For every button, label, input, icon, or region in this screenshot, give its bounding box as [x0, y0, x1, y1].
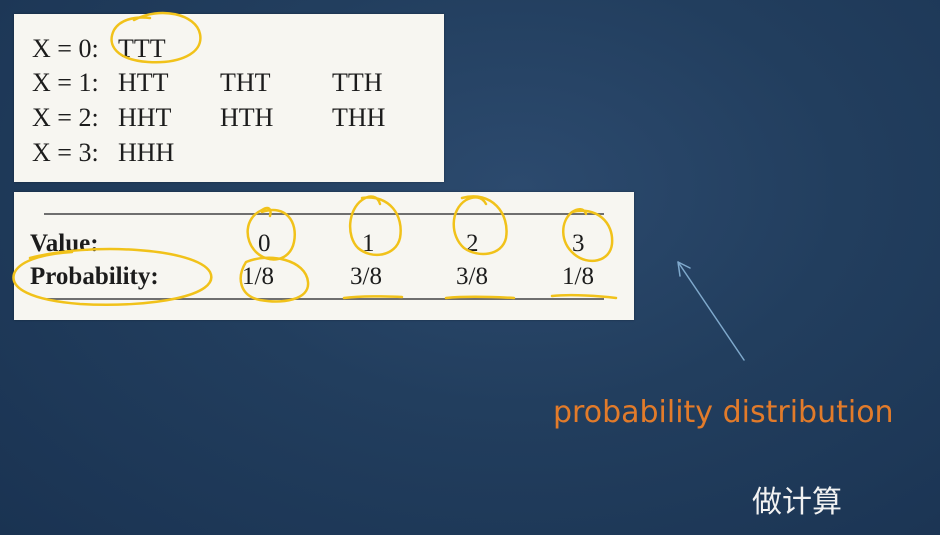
arrow-line [677, 261, 745, 361]
outcome-item: HHH [118, 138, 175, 167]
outcome-item: HTT [118, 68, 169, 97]
caption-probability-distribution: probability distribution [553, 395, 894, 430]
probability-cell: 1/8 [242, 263, 274, 290]
outcome-item: THH [332, 103, 386, 132]
outcome-row-label: X = 3: [32, 138, 99, 167]
outcome-item: TTT [118, 34, 166, 63]
outcomes-panel: X = 0: TTT X = 1: HTT THT TTH X = 2: HHT… [14, 14, 444, 182]
value-row-label: Value: [30, 230, 99, 257]
distribution-table: Value: Probability: 0 1 2 3 1/8 3/8 3/8 … [14, 192, 634, 320]
probability-cell: 3/8 [350, 263, 382, 290]
outcome-row-label: X = 1: [32, 68, 99, 97]
caption-note: 做计算 [752, 485, 842, 520]
outcome-item: HTH [220, 103, 274, 132]
probability-cell: 1/8 [562, 263, 594, 290]
outcome-item: TTH [332, 68, 383, 97]
probability-row-label: Probability: [30, 263, 159, 290]
probability-cell: 3/8 [456, 263, 488, 290]
value-cell: 0 [258, 230, 271, 257]
table-bottom-rule [44, 298, 604, 300]
value-cell: 2 [466, 230, 479, 257]
outcome-row-label: X = 0: [32, 34, 99, 63]
arrow-head [677, 261, 691, 277]
outcome-item: HHT [118, 103, 172, 132]
value-cell: 3 [572, 230, 585, 257]
table-top-rule [44, 213, 604, 215]
value-cell: 1 [362, 230, 375, 257]
outcome-row-label: X = 2: [32, 103, 99, 132]
outcome-item: THT [220, 68, 271, 97]
